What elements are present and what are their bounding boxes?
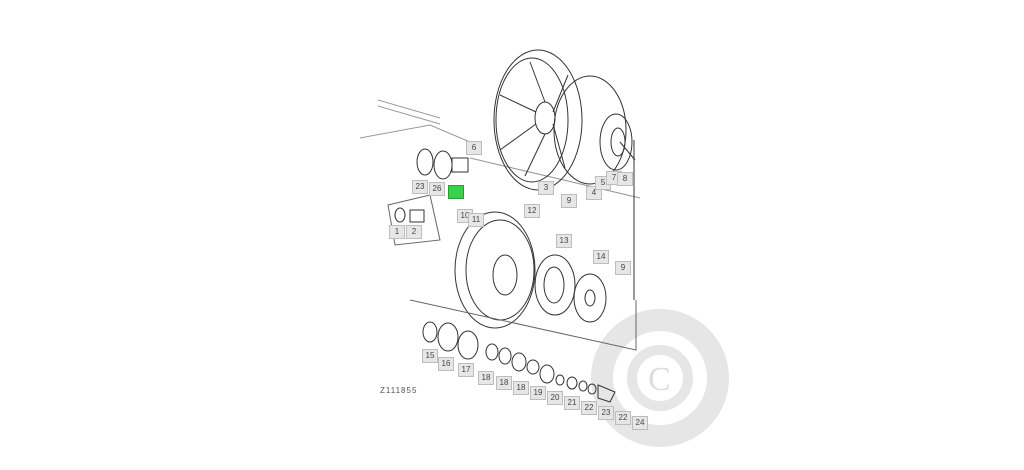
shaft-sketch <box>359 99 641 199</box>
lower-pulley <box>454 211 607 329</box>
part-callout[interactable]: 3 <box>538 181 554 195</box>
pulley-wheel <box>493 49 583 191</box>
watermark-letter: C <box>648 361 671 398</box>
part-callout[interactable]: 11 <box>468 213 484 227</box>
lower-assembly <box>409 299 637 403</box>
part-callout[interactable]: 16 <box>438 357 454 371</box>
part-callout[interactable]: 19 <box>530 386 546 400</box>
part-callout[interactable]: 14 <box>593 250 609 264</box>
part-callout[interactable]: 26 <box>429 182 445 196</box>
part-callout[interactable]: 15 <box>422 349 438 363</box>
part-callout[interactable]: 18 <box>478 371 494 385</box>
part-callout[interactable]: 2 <box>406 225 422 239</box>
part-callout[interactable]: 18 <box>513 381 529 395</box>
part-callout[interactable]: 18 <box>496 376 512 390</box>
part-callout[interactable]: 13 <box>556 234 572 248</box>
part-callout[interactable]: 22 <box>581 401 597 415</box>
part-callout[interactable]: 23 <box>598 406 614 420</box>
diagram-code: Z111855 <box>380 386 418 395</box>
cover-plate <box>553 75 633 185</box>
watermark-gear-icon <box>591 309 729 447</box>
part-callout[interactable]: 17 <box>458 363 474 377</box>
part-callout[interactable]: 21 <box>564 396 580 410</box>
part-callout[interactable]: 1 <box>389 225 405 239</box>
part-callout[interactable]: 20 <box>547 391 563 405</box>
part-callout[interactable]: 9 <box>615 261 631 275</box>
part-callout[interactable]: 24 <box>632 416 648 430</box>
small-parts <box>387 140 636 300</box>
part-callout[interactable]: 6 <box>466 141 482 155</box>
part-callout[interactable]: 23 <box>412 180 428 194</box>
part-callout[interactable]: 12 <box>524 204 540 218</box>
highlighted-part-callout[interactable] <box>448 185 464 199</box>
part-callout[interactable]: 8 <box>617 172 633 186</box>
part-callout[interactable]: 22 <box>615 411 631 425</box>
part-callout[interactable]: 9 <box>561 194 577 208</box>
